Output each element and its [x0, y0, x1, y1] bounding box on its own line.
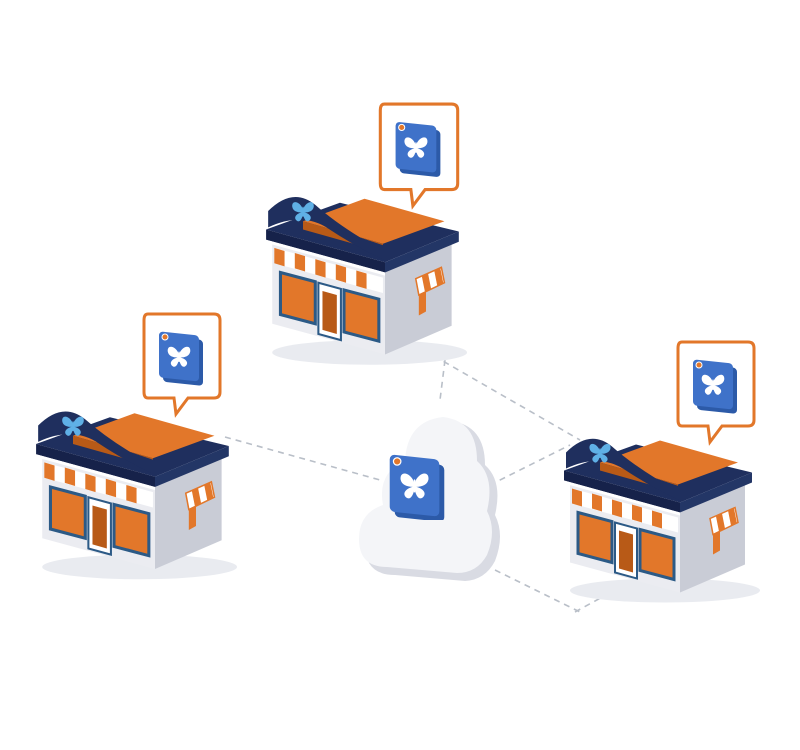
store-top [266, 104, 467, 365]
store-icon [564, 439, 760, 603]
store-right [564, 342, 760, 603]
store-left [36, 314, 237, 579]
connector-top-cloud [439, 359, 446, 401]
connector-cloud-bottom [494, 569, 581, 613]
connector-top-store [414, 344, 581, 441]
cloud-hub [359, 417, 500, 581]
speech-bubble-icon [380, 104, 457, 206]
connector-left-store [224, 436, 381, 481]
app-badge-icon [390, 454, 445, 522]
store-icon [266, 197, 467, 365]
store-icon [36, 411, 237, 579]
speech-bubble-icon [144, 314, 220, 414]
speech-bubble-icon [678, 342, 754, 442]
